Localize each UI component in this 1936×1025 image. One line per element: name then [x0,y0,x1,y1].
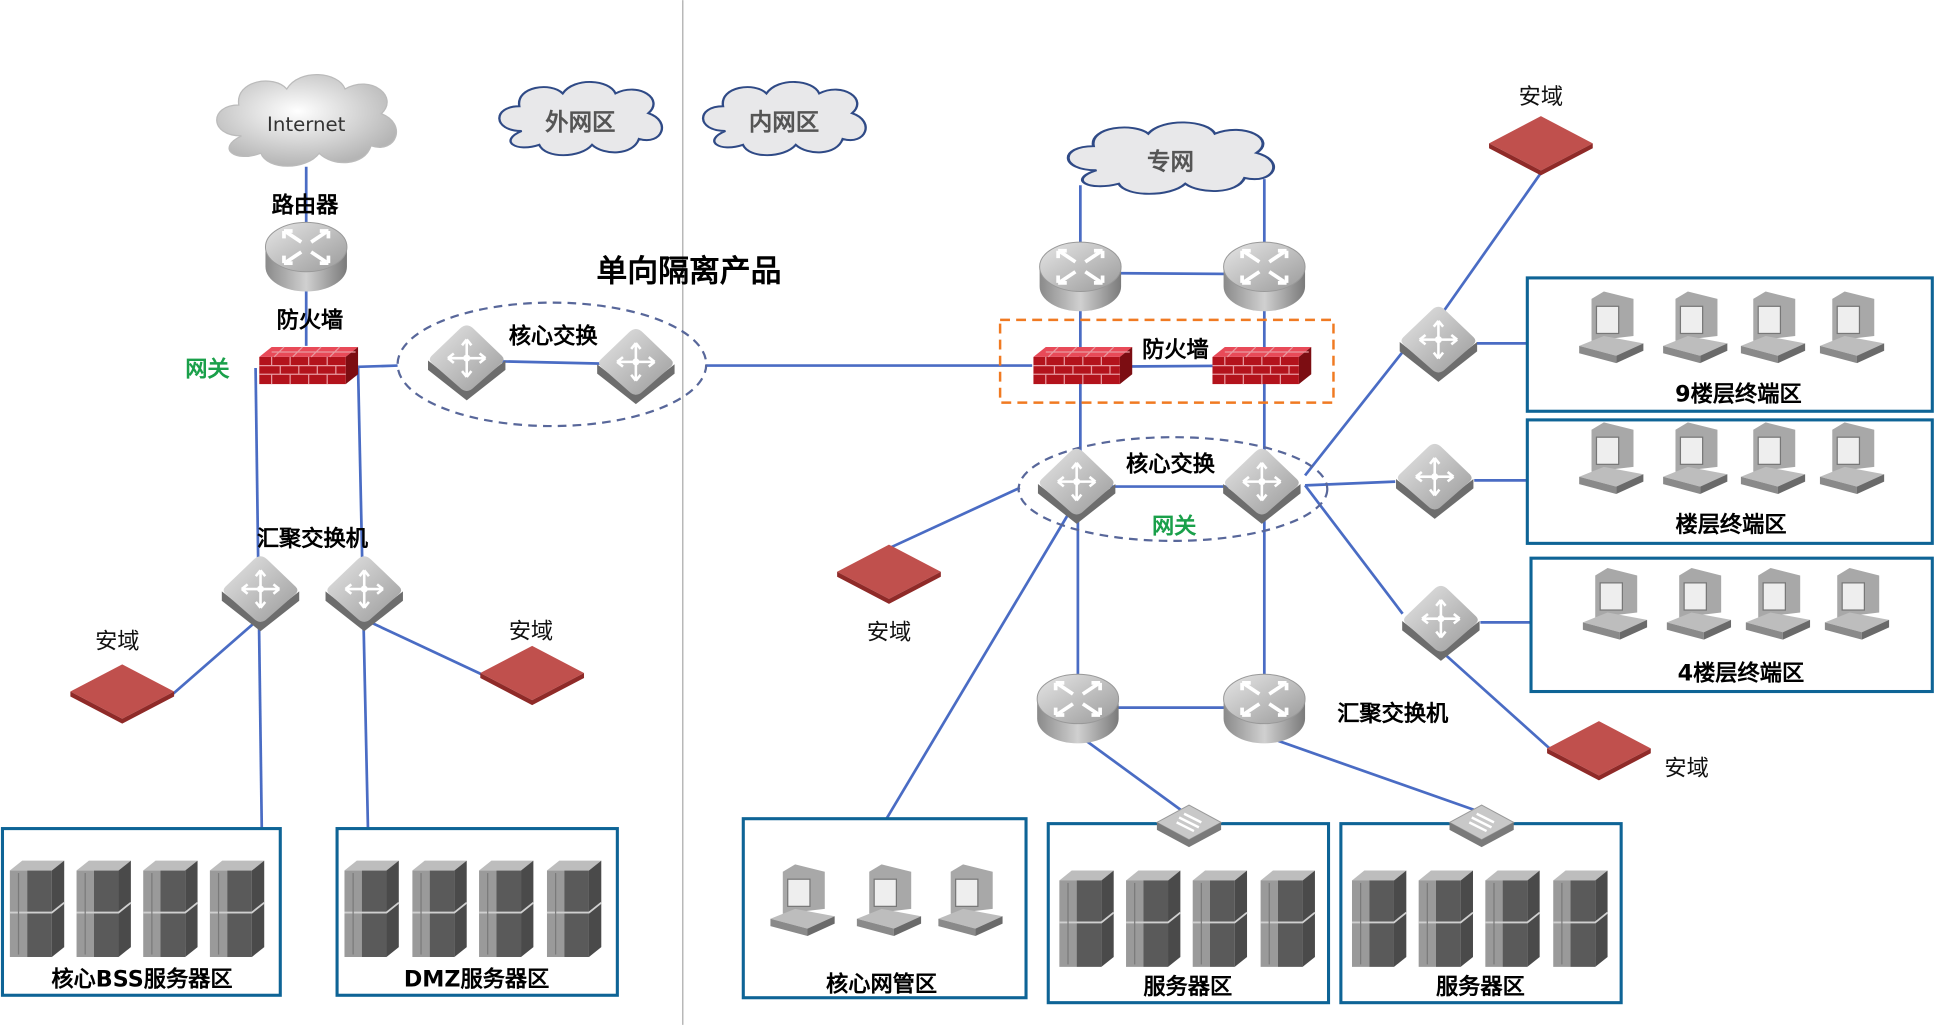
security-device-icon[interactable] [1489,116,1593,176]
core-switch-label: 核心交换 [1126,451,1216,478]
server-icon [343,859,400,958]
links [171,166,1551,828]
router-icon[interactable] [263,220,349,294]
isolation-product-title: 单向隔离产品 [596,254,781,290]
core-switch-group [396,301,708,428]
server-icon [1484,869,1541,968]
link-core-floor9 [1304,351,1404,477]
agg-switch-icon[interactable] [220,554,301,633]
link-agg2-sec [364,618,483,676]
outer-zone-cloud: 外网区 [498,80,664,157]
access-switch-icon[interactable] [1400,584,1481,663]
inner-zone-cloud: 内网区 [701,80,867,157]
server-icon [75,859,132,958]
link-agg2-l2 [1263,734,1483,814]
agg-switch-label: 汇聚交换机 [1337,700,1449,727]
security-device-icon[interactable] [1547,721,1651,781]
agg-router-icon[interactable] [1035,672,1121,746]
security-device-icon[interactable] [480,645,585,706]
access-switch-icon[interactable] [1398,305,1479,384]
link-core-sec-left [890,486,1021,549]
svg-text:外网区: 外网区 [545,108,615,136]
zone-servers-2: 服务器区 [1339,822,1623,1005]
zone-label: 服务器区 [1143,974,1232,1000]
security-device-icon[interactable] [837,544,941,604]
zone-label: DMZ服务器区 [404,967,550,993]
zone-floor-terminals: 楼层终端区 [1525,418,1934,545]
security-domain-label: 安域 [1664,755,1708,781]
core-switch-group [1017,436,1329,543]
svg-text:Internet: Internet [267,113,346,136]
agg-switch-icon[interactable] [324,554,405,633]
firewall-icon[interactable] [1211,346,1312,385]
zone-label: 核心网管区 [826,971,937,998]
core-switch-icon[interactable] [1221,447,1302,526]
access-switch-icon[interactable] [1394,442,1475,521]
security-domain-label: 安域 [1519,84,1563,110]
server-icon [478,859,535,958]
server-icon [411,859,468,958]
server-icon [8,859,66,958]
server-icon [1552,869,1609,968]
gateway-label: 网关 [1152,513,1197,539]
link-sec-top [1437,172,1543,320]
svg-text:专网: 专网 [1147,147,1194,175]
server-icon [1191,869,1248,968]
server-icon [1417,869,1474,968]
zone-label: 服务器区 [1436,974,1525,1000]
firewall-group [998,318,1335,404]
link-firewall-core [358,364,398,369]
link-core-floor4 [1303,484,1404,615]
server-icon [546,859,603,958]
zone-floor9-terminals: 9楼层终端区 [1525,276,1934,413]
zone-bss-servers: 核心BSS服务器区 [0,827,282,997]
zone-label: 9楼层终端区 [1675,380,1802,407]
zone-label: 核心BSS服务器区 [51,966,232,993]
firewall-icon[interactable] [1032,346,1133,385]
zone-label: 4楼层终端区 [1678,659,1805,686]
server-icon [1351,869,1408,968]
security-device-icon[interactable] [70,664,175,724]
zone-label: 楼层终端区 [1675,511,1786,538]
private-network-cloud: 专网 [1066,120,1276,196]
core-switch-icon[interactable] [595,327,676,406]
server-icon [1125,869,1182,968]
zone-floor4-terminals: 4楼层终端区 [1529,556,1934,694]
core-switch-label: 核心交换 [509,322,599,349]
link-core-floor [1305,480,1396,487]
server-icon [208,859,266,958]
link-agg1-sec [171,616,262,696]
zone-nms: 核心网管区 [741,817,1028,1000]
security-domain-label: 安域 [509,618,553,644]
server-icon [142,859,199,958]
gateway-label: 网关 [185,357,230,383]
security-domain-label: 安域 [95,628,139,654]
server-icon [1259,869,1316,968]
link-core-nms [885,511,1071,820]
security-domain-label: 安域 [867,620,911,646]
zone-dmz-servers: DMZ服务器区 [335,827,619,997]
router-icon[interactable] [1221,240,1307,314]
core-switch-icon[interactable] [1036,447,1117,526]
firewall-label: 防火墙 [277,307,344,333]
core-switch-icon[interactable] [426,324,507,402]
internet-cloud: Internet [216,73,398,167]
agg-switch-label: 汇聚交换机 [257,525,369,552]
link-agg1-l2 [1077,733,1189,817]
svg-text:内网区: 内网区 [749,108,819,136]
router-icon[interactable] [1037,240,1123,314]
zone-servers-1: 服务器区 [1046,822,1331,1005]
router-label: 路由器 [272,191,339,218]
link-sw-sec-bottom [1439,649,1551,750]
firewall-label: 防火墙 [1142,337,1209,363]
server-icon [1058,869,1115,968]
agg-router-icon[interactable] [1221,672,1307,746]
firewall-icon[interactable] [258,346,359,385]
